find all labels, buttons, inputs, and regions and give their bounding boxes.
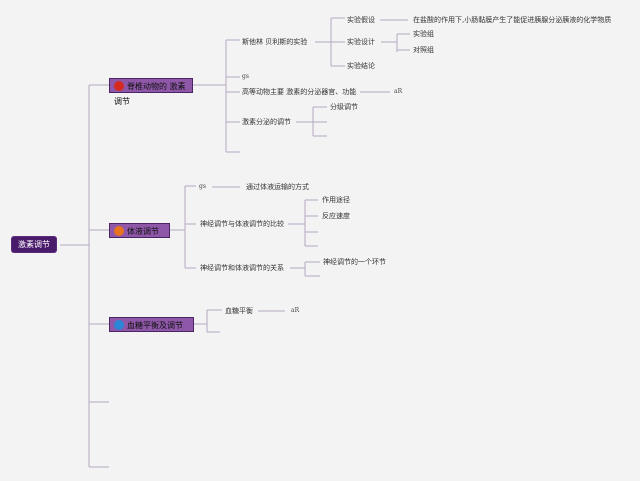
node-transport[interactable]: 通过体液运输的方式: [246, 183, 309, 191]
node-speed[interactable]: 反应速度: [322, 212, 350, 220]
node-secretion[interactable]: 激素分泌的调节: [242, 118, 291, 126]
node-gs-mark[interactable]: gs: [242, 73, 249, 80]
branch-label: 血糖平衡及调节: [127, 321, 183, 330]
root-node[interactable]: 激素调节: [12, 237, 56, 252]
node-pathway[interactable]: 作用途径: [322, 196, 350, 204]
node-gs-mark[interactable]: gs: [199, 183, 206, 190]
branch-humoral-regulation[interactable]: 体液调节: [109, 223, 170, 238]
node-hierarchical[interactable]: 分级调节: [330, 103, 358, 111]
branch-vertebrate-hormone[interactable]: 脊椎动物的 激素调节: [109, 78, 193, 106]
node-organs-mark[interactable]: aR: [394, 88, 403, 95]
node-hypothesis[interactable]: 实验假设: [347, 16, 375, 24]
node-compare[interactable]: 神经调节与体液调节的比较: [200, 220, 284, 228]
node-experiment[interactable]: 斯他林 贝利斯的实验: [242, 38, 308, 46]
node-design[interactable]: 实验设计: [347, 38, 375, 46]
node-organs[interactable]: 高等动物主要 激素的分泌器官、功能: [242, 88, 357, 96]
branch-blood-glucose[interactable]: 血糖平衡及调节: [109, 317, 194, 332]
blue-circle-icon: [114, 320, 124, 330]
node-balance[interactable]: 血糖平衡: [225, 307, 253, 315]
node-link[interactable]: 神经调节的一个环节: [323, 258, 386, 266]
node-relation[interactable]: 神经调节和体液调节的关系: [200, 264, 284, 272]
node-balance-mark[interactable]: aR: [291, 307, 300, 314]
red-circle-icon: [114, 81, 124, 91]
node-conclusion[interactable]: 实验结论: [347, 62, 375, 70]
node-hypothesis-text[interactable]: 在盐酸的作用下,小肠黏膜产生了能促进胰腺分泌胰液的化学物质: [413, 16, 612, 24]
node-ctrl-group[interactable]: 对照组: [413, 46, 434, 54]
branch-label: 体液调节: [127, 227, 159, 236]
orange-circle-icon: [114, 226, 124, 236]
branch-label: 脊椎动物的 激素调节: [114, 82, 186, 106]
node-exp-group[interactable]: 实验组: [413, 30, 434, 38]
